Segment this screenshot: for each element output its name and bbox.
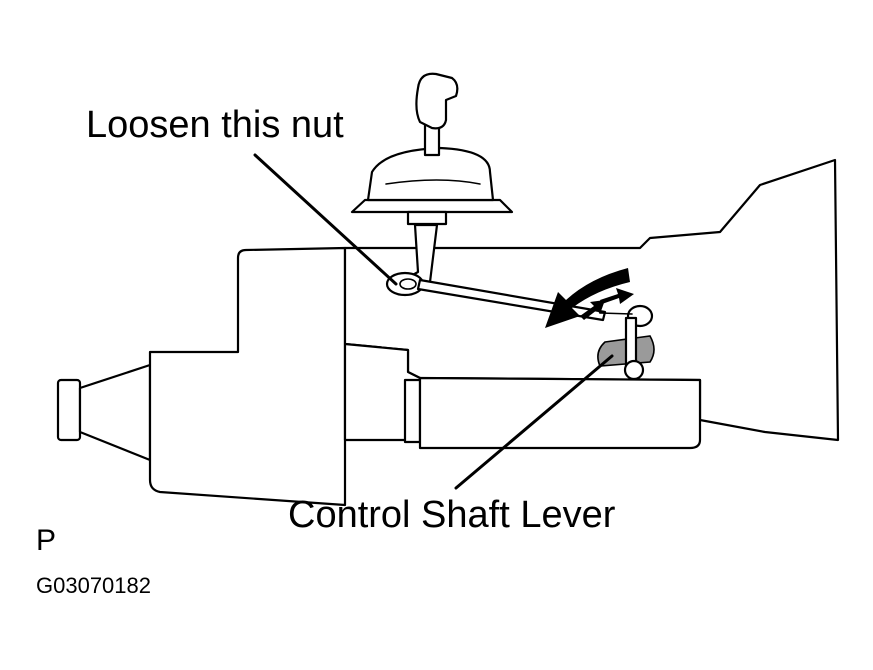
lever-callout-label: Control Shaft Lever <box>288 494 616 536</box>
small-arrow-icon <box>580 300 605 320</box>
control-shaft-lever <box>597 316 655 381</box>
nut-leader-line <box>253 153 398 286</box>
large-arrow-icon <box>545 268 630 328</box>
position-indicator: P <box>36 524 57 557</box>
transfer-case-housing <box>148 246 347 507</box>
nut-callout-label: Loosen this nut <box>86 104 344 146</box>
lever-leader-line <box>454 354 614 490</box>
output-flange <box>56 363 152 462</box>
small-arrow-icon <box>600 288 634 304</box>
adapter-housing <box>343 342 702 450</box>
shift-lever <box>398 72 459 292</box>
figure-code: G03070182 <box>36 573 151 598</box>
shift-console <box>350 146 514 226</box>
movement-arrows <box>545 268 634 328</box>
